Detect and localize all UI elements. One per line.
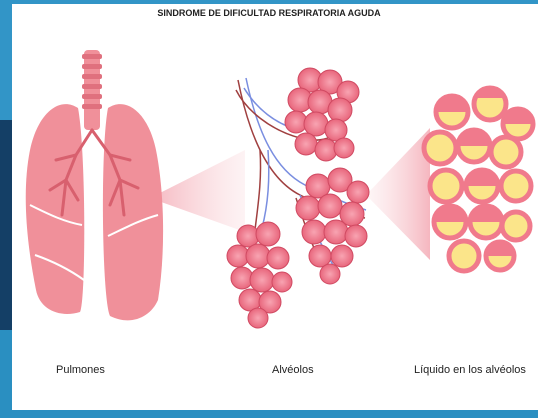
caption-lungs: Pulmones xyxy=(56,364,105,376)
caption-alveoli: Alvéolos xyxy=(272,364,314,376)
fluid-alveoli-illustration xyxy=(424,88,533,271)
zoom-beam-alveoli xyxy=(366,128,430,260)
zoom-beam-lungs xyxy=(150,150,245,232)
alveoli-illustration xyxy=(227,68,369,328)
lungs-illustration xyxy=(26,50,163,320)
caption-fluid-alveoli: Líquido en los alvéolos xyxy=(414,364,526,376)
